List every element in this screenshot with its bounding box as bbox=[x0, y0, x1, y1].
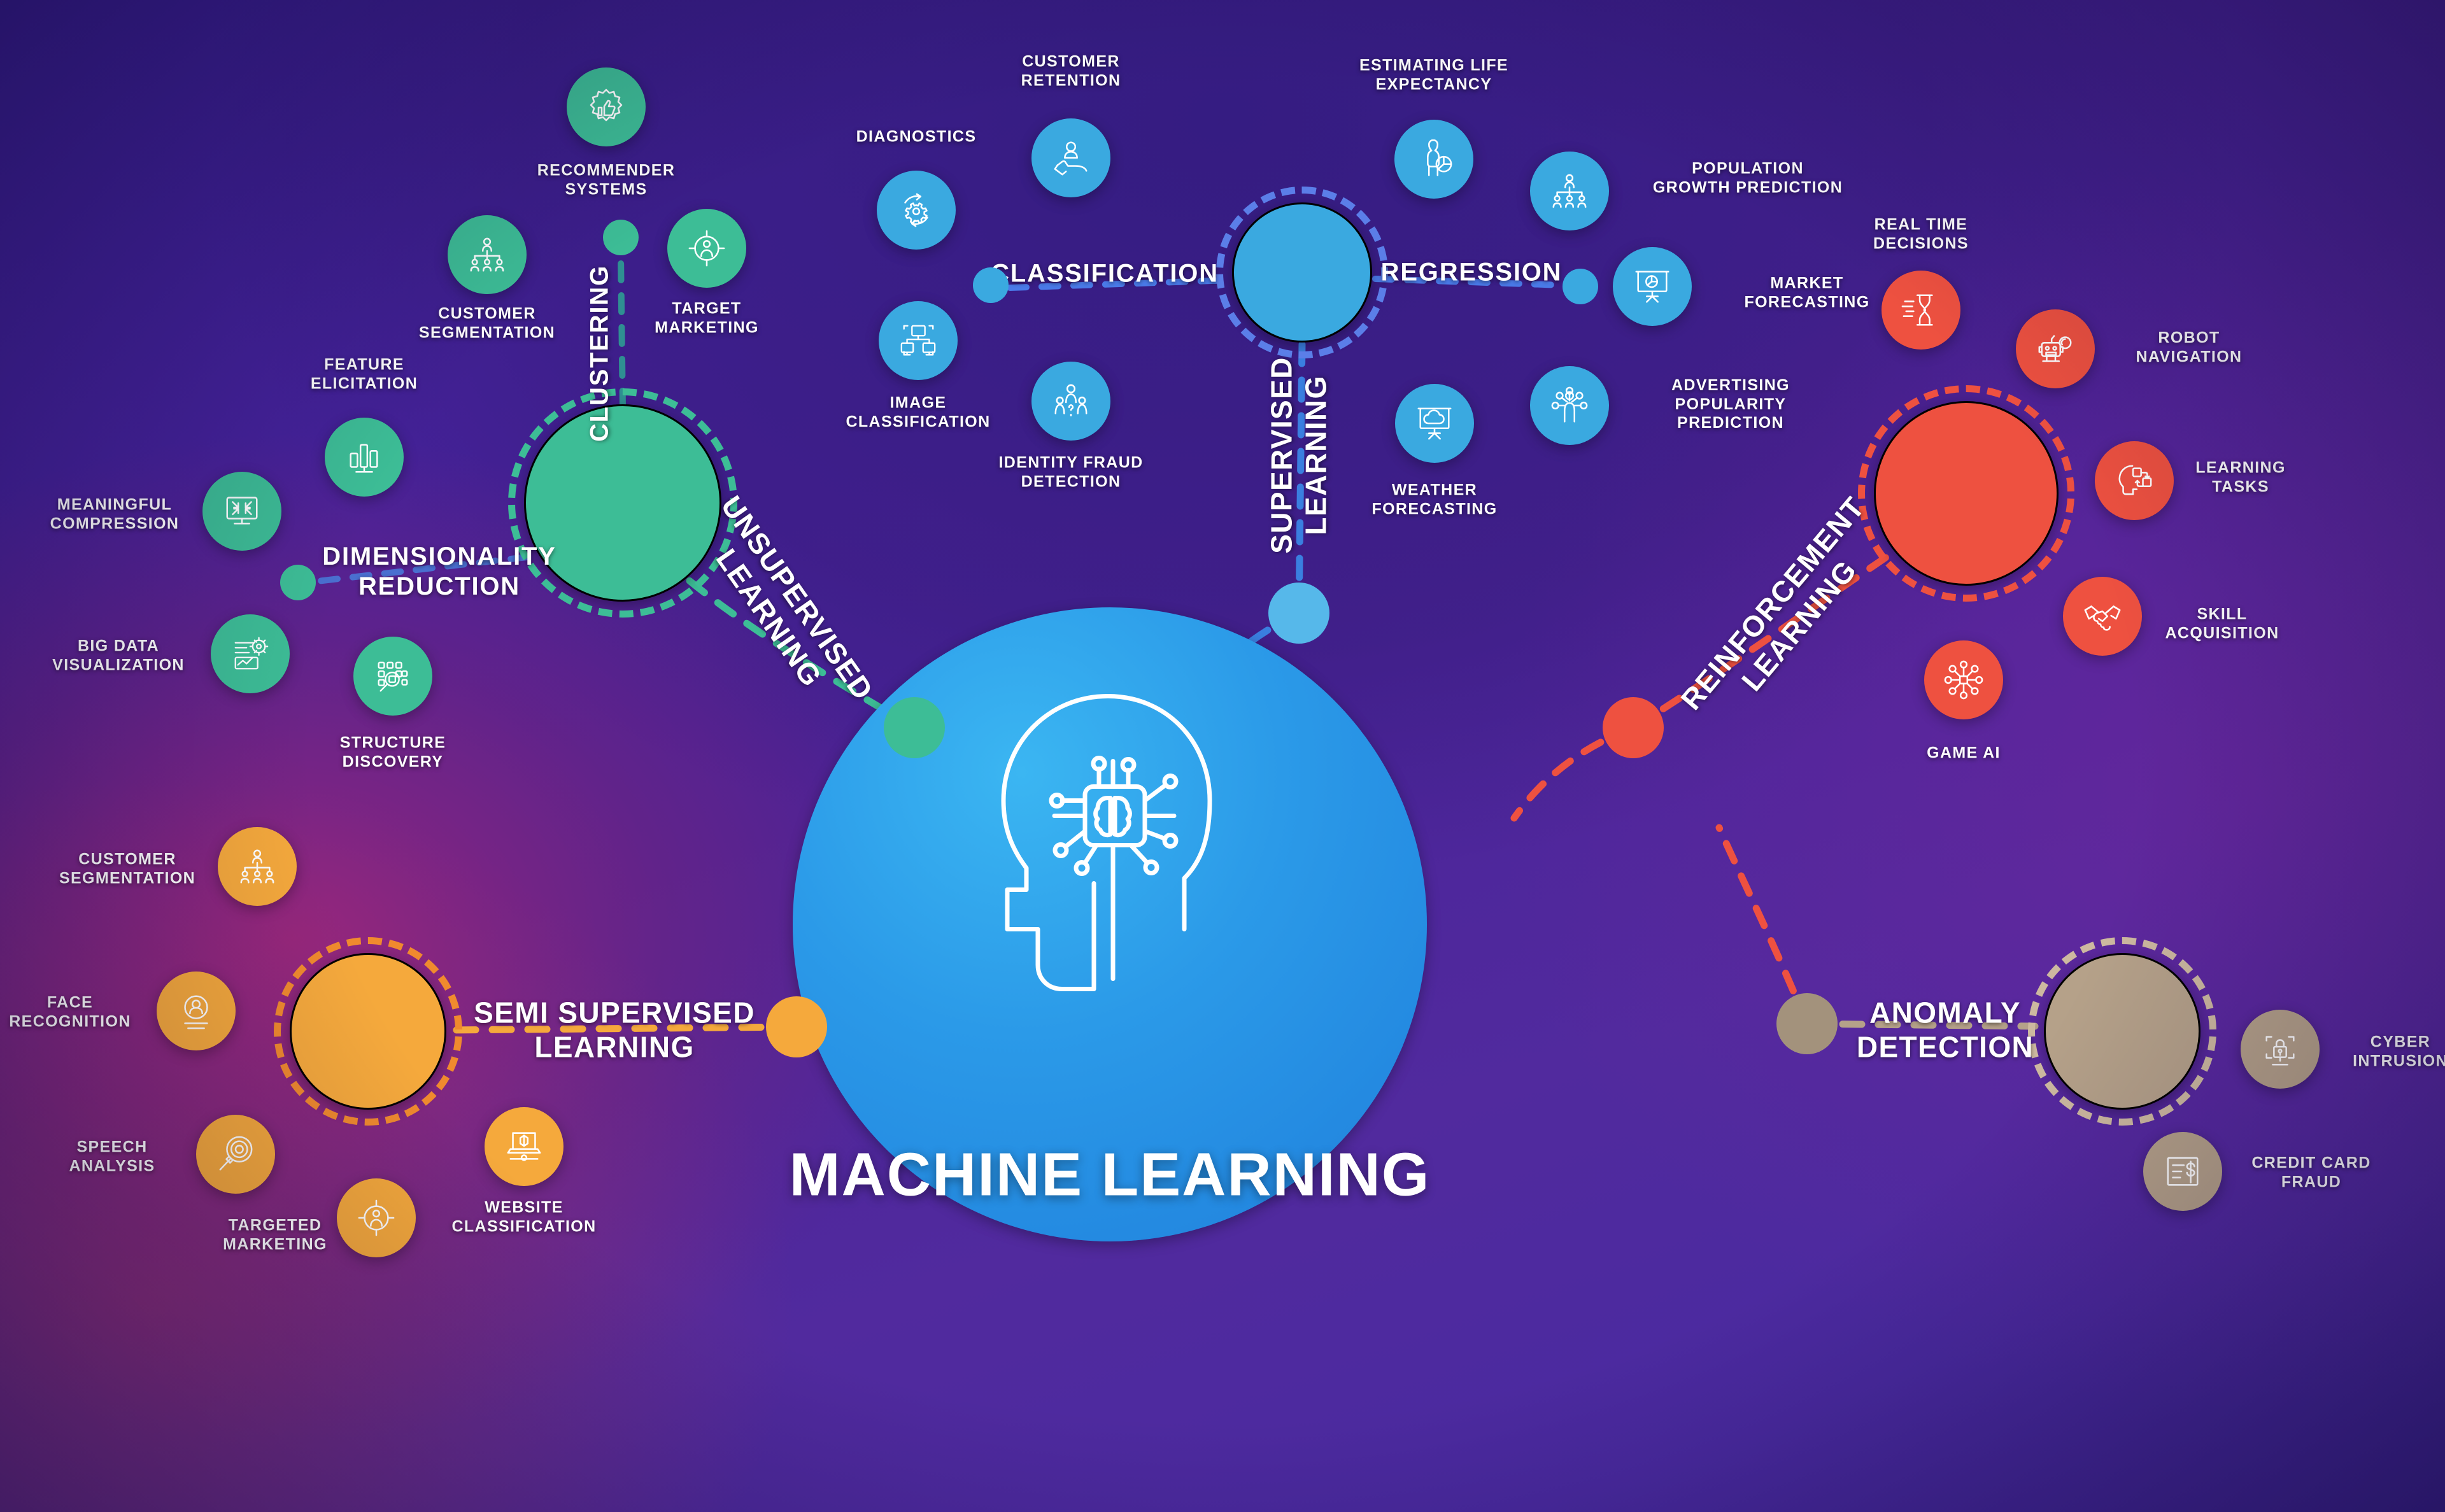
leaf-label-face-recognition: FACE RECOGNITION bbox=[9, 993, 131, 1031]
leaf-label-customer-segmentation-semi: CUSTOMER SEGMENTATION bbox=[59, 850, 196, 887]
leaf-face-recognition[interactable] bbox=[157, 971, 236, 1050]
leaf-label-credit-card-fraud: CREDIT CARD FRAUD bbox=[2251, 1154, 2371, 1191]
hub-anomaly-detection[interactable] bbox=[2028, 937, 2216, 1126]
leaf-speech-analysis[interactable] bbox=[196, 1115, 275, 1194]
hub-supervised[interactable] bbox=[1216, 187, 1388, 358]
leaf-target-marketing[interactable] bbox=[667, 209, 746, 288]
group-label-regression: REGRESSION bbox=[1380, 258, 1563, 286]
group-label-clustering: CLUSTERING bbox=[585, 265, 614, 442]
leaf-customer-segmentation-unsup[interactable] bbox=[448, 215, 527, 294]
leaf-label-targeted-marketing: TARGETED MARKETING bbox=[223, 1216, 327, 1254]
leaf-label-customer-retention: CUSTOMER RETENTION bbox=[1021, 52, 1121, 90]
connector-dot-semi-supervised bbox=[766, 996, 827, 1057]
leaf-label-structure-discovery: STRUCTURE DISCOVERY bbox=[339, 733, 446, 771]
leaf-structure-discovery[interactable] bbox=[353, 637, 432, 716]
leaf-label-robot-navigation: ROBOT NAVIGATION bbox=[2136, 329, 2243, 366]
leaf-label-target-marketing: TARGET MARKETING bbox=[655, 299, 759, 337]
leaf-skill-acquisition[interactable] bbox=[2063, 577, 2142, 656]
leaf-label-estimating-life-expectancy: ESTIMATING LIFE EXPECTANCY bbox=[1359, 56, 1509, 94]
leaf-label-customer-segmentation-unsup: CUSTOMER SEGMENTATION bbox=[418, 304, 556, 342]
leaf-label-big-data-visualization: BIG DATA VISUALIZATION bbox=[52, 637, 185, 674]
group-label-dimensionality-reduction: DIMENSIONALITY REDUCTION bbox=[322, 542, 556, 600]
leaf-website-classification[interactable] bbox=[485, 1107, 563, 1186]
leaf-label-learning-tasks: LEARNING TASKS bbox=[2195, 458, 2286, 496]
leaf-label-meaningful-compression: MEANINGFUL COMPRESSION bbox=[50, 495, 180, 533]
leaf-label-identity-fraud-detection: IDENTITY FRAUD DETECTION bbox=[998, 453, 1144, 491]
leaf-label-market-forecasting: MARKET FORECASTING bbox=[1744, 274, 1870, 311]
hub-unsupervised[interactable] bbox=[508, 388, 737, 618]
leaf-label-population-growth-prediction: POPULATION GROWTH PREDICTION bbox=[1652, 159, 1843, 197]
leaf-game-ai[interactable] bbox=[1924, 640, 2003, 719]
leaf-market-forecasting[interactable] bbox=[1613, 247, 1692, 326]
leaf-credit-card-fraud[interactable] bbox=[2143, 1132, 2222, 1211]
leaf-customer-segmentation-semi[interactable] bbox=[218, 827, 297, 906]
leaf-label-website-classification: WEBSITE CLASSIFICATION bbox=[451, 1198, 597, 1236]
hub-reinforcement[interactable] bbox=[1858, 385, 2074, 602]
connector-dot-anomaly-detection bbox=[1776, 993, 1838, 1054]
leaf-label-real-time-decisions: REAL TIME DECISIONS bbox=[1873, 215, 1969, 253]
leaf-diagnostics[interactable] bbox=[877, 171, 956, 250]
leaf-advertising-popularity-prediction[interactable] bbox=[1530, 366, 1609, 445]
joint-regression bbox=[1563, 269, 1598, 304]
leaf-population-growth-prediction[interactable] bbox=[1530, 152, 1609, 230]
connector-dot-reinforcement bbox=[1603, 697, 1664, 758]
branch-label-reinforcement: REINFORCEMENT LEARNING bbox=[1674, 490, 1871, 716]
leaf-feature-elicitation[interactable] bbox=[325, 418, 404, 497]
leaf-meaningful-compression[interactable] bbox=[202, 472, 281, 551]
leaf-big-data-visualization[interactable] bbox=[211, 614, 290, 693]
branch-label-semi-supervised: SEMI SUPERVISED LEARNING bbox=[474, 996, 755, 1064]
joint-clustering bbox=[603, 220, 639, 255]
joint-classification bbox=[973, 267, 1009, 303]
leaf-label-weather-forecasting: WEATHER FORECASTING bbox=[1371, 481, 1498, 518]
leaf-label-image-classification: IMAGE CLASSIFICATION bbox=[846, 393, 991, 431]
leaf-label-advertising-popularity-prediction: ADVERTISING POPULARITY PREDICTION bbox=[1671, 376, 1790, 432]
leaf-targeted-marketing[interactable] bbox=[337, 1178, 416, 1257]
joint-dimensionality-reduction bbox=[280, 565, 316, 600]
leaf-image-classification[interactable] bbox=[879, 301, 958, 380]
connector-dot-unsupervised bbox=[884, 697, 945, 758]
leaf-recommender-systems[interactable] bbox=[567, 67, 646, 146]
leaf-label-cyber-intrusion: CYBER INTRUSION bbox=[2353, 1033, 2445, 1070]
hub-semi-supervised[interactable] bbox=[274, 937, 462, 1126]
leaf-weather-forecasting[interactable] bbox=[1395, 384, 1474, 463]
leaf-learning-tasks[interactable] bbox=[2095, 441, 2174, 520]
page-title: MACHINE LEARNING bbox=[789, 1140, 1431, 1209]
leaf-label-diagnostics: DIAGNOSTICS bbox=[856, 127, 977, 146]
branch-label-anomaly-detection: ANOMALY DETECTION bbox=[1856, 996, 2034, 1064]
leaf-label-feature-elicitation: FEATURE ELICITATION bbox=[310, 355, 418, 393]
leaf-label-skill-acquisition: SKILL ACQUISITION bbox=[2165, 605, 2279, 642]
branch-label-unsupervised: UNSUPERVISED LEARNING bbox=[709, 490, 881, 707]
leaf-real-time-decisions[interactable] bbox=[1882, 271, 1960, 350]
group-label-classification: CLASSIFICATION bbox=[991, 259, 1219, 288]
center-ai-head-icon bbox=[960, 680, 1259, 1014]
leaf-label-game-ai: GAME AI bbox=[1927, 744, 2001, 762]
branch-label-supervised: SUPERVISED LEARNING bbox=[1265, 357, 1333, 554]
leaf-label-speech-analysis: SPEECH ANALYSIS bbox=[69, 1138, 155, 1175]
leaf-identity-fraud-detection[interactable] bbox=[1031, 362, 1110, 441]
leaf-robot-navigation[interactable] bbox=[2016, 309, 2095, 388]
leaf-customer-retention[interactable] bbox=[1031, 118, 1110, 197]
leaf-cyber-intrusion[interactable] bbox=[2241, 1010, 2320, 1089]
connector-dot-supervised bbox=[1268, 583, 1329, 644]
leaf-label-recommender-systems: RECOMMENDER SYSTEMS bbox=[537, 161, 676, 199]
leaf-estimating-life-expectancy[interactable] bbox=[1394, 120, 1473, 199]
